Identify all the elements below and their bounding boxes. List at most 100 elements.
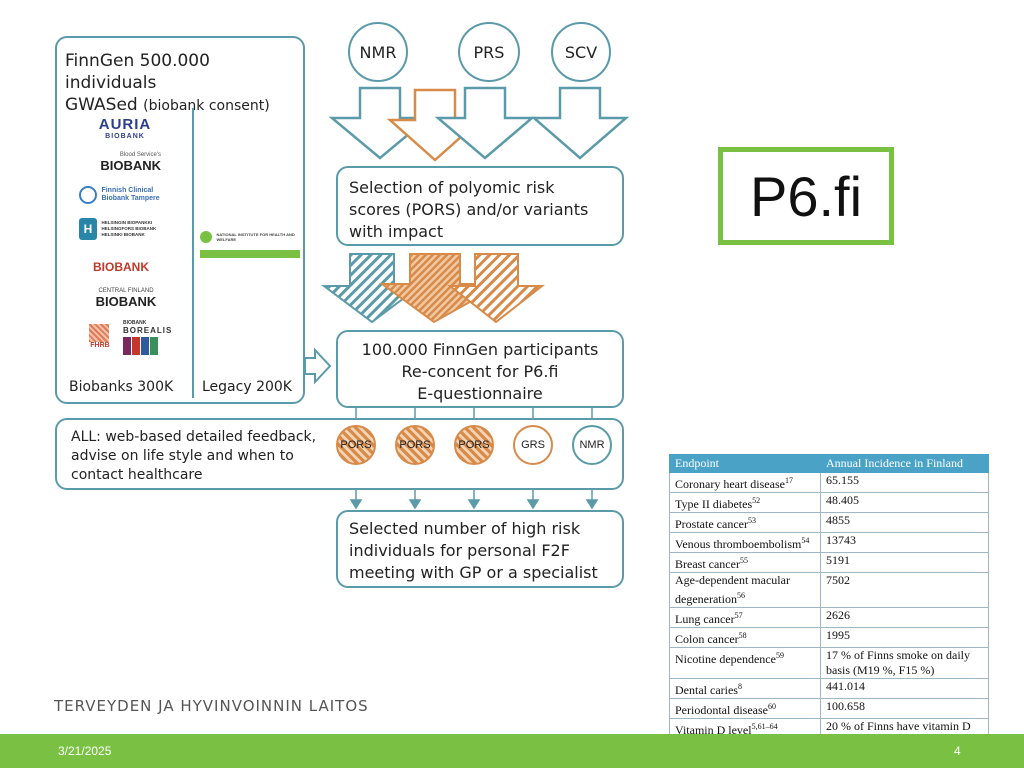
- endpoint-reference: 53: [747, 516, 756, 525]
- endpoint-name: Lung cancer: [675, 612, 735, 626]
- arrow-left-to-participants: [304, 347, 332, 385]
- endpoint-reference: 55: [739, 556, 748, 565]
- endpoint-cell: Nicotine dependence59: [669, 647, 821, 679]
- incidence-cell: 48.405: [820, 492, 989, 513]
- endpoint-name: Prostate cancer: [675, 517, 748, 531]
- feedback-circle-pors-3: PORS: [454, 425, 494, 465]
- incidence-cell: 4855: [820, 512, 989, 533]
- footer-date: 3/21/2025: [58, 744, 112, 758]
- arrow-hatched-teal: [321, 253, 423, 324]
- endpoint-reference: 57: [734, 611, 743, 620]
- circle-prs: PRS: [458, 22, 520, 82]
- endpoint-reference: 52: [752, 496, 761, 505]
- participants-box: 100.000 FinnGen participants Re-concent …: [336, 330, 624, 408]
- footer-bar: 3/21/2025 4: [0, 734, 1024, 768]
- arrow-scv: [530, 86, 630, 160]
- endpoint-cell: Colon cancer58: [669, 627, 821, 648]
- endpoint-table-container: Endpoint Annual Incidence in Finland Cor…: [669, 454, 989, 750]
- endpoint-reference: 60: [767, 702, 776, 711]
- finngen-box: FinnGen 500.000 individuals GWASed (biob…: [55, 36, 305, 404]
- endpoint-reference: 17: [784, 476, 793, 485]
- endpoint-name: Dental caries: [675, 683, 738, 697]
- endpoint-name: Nicotine dependence: [675, 652, 776, 666]
- feedback-text: ALL: web-based detailed feedback, advise…: [71, 429, 317, 483]
- endpoint-cell: Type II diabetes52: [669, 492, 821, 513]
- fhrb-logo: FHRB: [89, 324, 111, 349]
- incidence-cell: 2626: [820, 607, 989, 628]
- incidence-cell: 1995: [820, 627, 989, 648]
- endpoint-name: Breast cancer: [675, 557, 740, 571]
- endpoint-cell: Prostate cancer53: [669, 512, 821, 533]
- table-header-incidence: Annual Incidence in Finland: [820, 454, 989, 473]
- incidence-cell: 65.155: [820, 472, 989, 493]
- incidence-cell: 7502: [820, 572, 989, 608]
- endpoint-cell: Age-dependent macular degeneration56: [669, 572, 821, 608]
- feedback-circle-pors-2: PORS: [395, 425, 435, 465]
- endpoint-cell: Venous thromboembolism54: [669, 532, 821, 553]
- biobanks-label: Biobanks 300K: [69, 379, 174, 395]
- footer-page-number: 4: [954, 744, 961, 758]
- feedback-circle-grs: GRS: [513, 425, 553, 465]
- endpoint-name: Colon cancer: [675, 632, 739, 646]
- auria-biobank-logo: AURIA BIOBANK: [98, 116, 152, 140]
- divider-vertical: [192, 108, 194, 398]
- helsinki-biobank-logo: H HELSINGIN BIOPANKKI HELSINGFORS BIOBAN…: [79, 218, 184, 240]
- endpoint-cell: Dental caries8: [669, 678, 821, 699]
- participants-text: 100.000 FinnGen participants Re-concent …: [361, 340, 599, 403]
- arrow-prs: [434, 86, 536, 160]
- institute-name: TERVEYDEN JA HYVINVOINNIN LAITOS: [54, 697, 369, 715]
- biobank-eastern-finland-logo: BIOBANK: [93, 260, 149, 274]
- borealis-biobank-logo: BIOBANK BOREALIS: [123, 320, 173, 355]
- endpoint-name: Type II diabetes: [675, 497, 753, 511]
- finnish-clinical-biobank-logo: Finnish Clinical Biobank Tampere: [79, 186, 179, 204]
- incidence-cell: 13743: [820, 532, 989, 553]
- high-risk-box: Selected number of high risk individuals…: [336, 510, 624, 588]
- feedback-circle-pors-1: PORS: [336, 425, 376, 465]
- feedback-circle-nmr: NMR: [572, 425, 612, 465]
- endpoint-table: Endpoint Annual Incidence in Finland Cor…: [669, 454, 989, 750]
- arrow-hatched-orange-right: [447, 253, 545, 324]
- endpoint-name: Age-dependent macular degeneration: [675, 573, 790, 606]
- finngen-title: FinnGen 500.000 individuals GWASed (biob…: [65, 51, 270, 115]
- endpoint-reference: 59: [775, 651, 784, 660]
- selection-text: Selection of polyomic risk scores (PORS)…: [349, 178, 589, 241]
- endpoint-name: Vitamin D level: [675, 723, 752, 737]
- selection-box: Selection of polyomic risk scores (PORS)…: [336, 166, 624, 246]
- table-header-endpoint: Endpoint: [669, 454, 821, 473]
- arrow-orange: [386, 88, 484, 162]
- circle-scv: SCV: [551, 22, 611, 82]
- incidence-cell: 5191: [820, 552, 989, 573]
- endpoint-cell: Lung cancer57: [669, 607, 821, 628]
- high-risk-text: Selected number of high risk individuals…: [349, 519, 598, 582]
- endpoint-reference: 56: [736, 591, 745, 600]
- endpoint-reference: 54: [801, 536, 810, 545]
- arrow-hatched-orange-center: [378, 253, 506, 324]
- thl-logo: NATIONAL INSTITUTE FOR HEALTH AND WELFAR…: [200, 228, 300, 258]
- endpoint-name: Periodontal disease: [675, 703, 768, 717]
- endpoint-name: Coronary heart disease: [675, 477, 785, 491]
- endpoint-reference: 5,61–64: [751, 722, 778, 731]
- endpoint-name: Venous thromboembolism: [675, 537, 802, 551]
- endpoint-cell: Periodontal disease60: [669, 698, 821, 719]
- incidence-cell: 100.658: [820, 698, 989, 719]
- endpoint-cell: Breast cancer55: [669, 552, 821, 573]
- p6-badge-text: P6.fi: [749, 164, 863, 228]
- endpoint-reference: 8: [737, 682, 742, 691]
- circle-nmr: NMR: [348, 22, 408, 82]
- endpoint-reference: 58: [738, 631, 747, 640]
- incidence-cell: 441.014: [820, 678, 989, 699]
- blood-service-biobank-logo: Blood Service's BIOBANK: [100, 152, 161, 173]
- arrow-nmr: [328, 86, 432, 160]
- endpoint-cell: Coronary heart disease17: [669, 472, 821, 493]
- p6-badge: P6.fi: [718, 147, 894, 245]
- legacy-label: Legacy 200K: [202, 379, 292, 395]
